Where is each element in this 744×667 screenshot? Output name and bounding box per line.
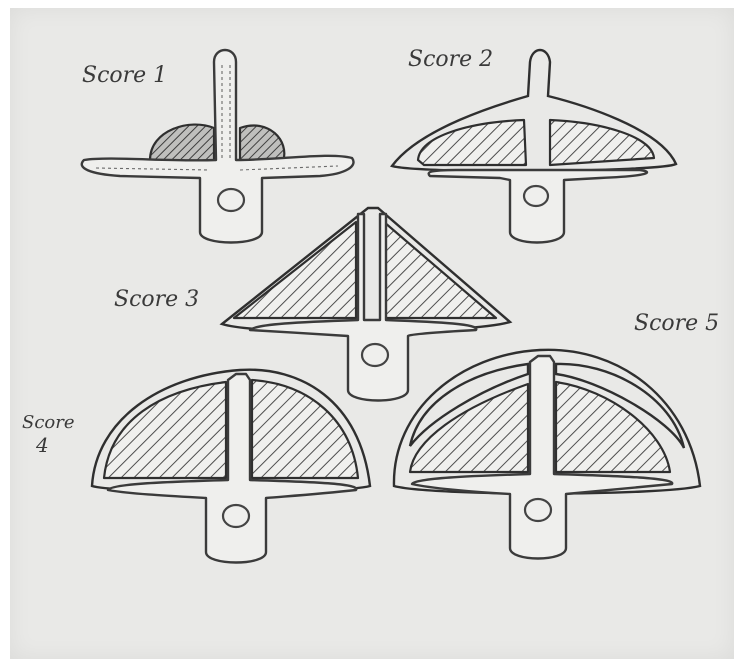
label-score-4-line1: Score xyxy=(22,412,75,433)
vertebra-score-5 xyxy=(394,350,700,559)
label-score-2: Score 2 xyxy=(408,47,493,72)
label-score-3: Score 3 xyxy=(114,287,199,312)
label-score-1: Score 1 xyxy=(82,63,167,88)
label-score-4-line2: 4 xyxy=(35,433,49,457)
vertebra-score-2 xyxy=(392,50,676,243)
fat-deposit-right xyxy=(556,382,670,472)
fat-deposit-right xyxy=(550,120,654,165)
neural-canal xyxy=(525,499,551,521)
label-score-5: Score 5 xyxy=(634,311,719,336)
neural-canal xyxy=(218,189,244,211)
neural-canal xyxy=(223,505,249,527)
fat-deposit-left xyxy=(104,382,226,478)
neural-canal xyxy=(524,186,548,206)
fat-deposit-left xyxy=(418,120,526,165)
fat-deposit-right xyxy=(252,380,358,478)
fat-deposit-right xyxy=(384,222,496,318)
neural-canal xyxy=(362,344,388,366)
vertebra-score-4 xyxy=(92,370,370,563)
